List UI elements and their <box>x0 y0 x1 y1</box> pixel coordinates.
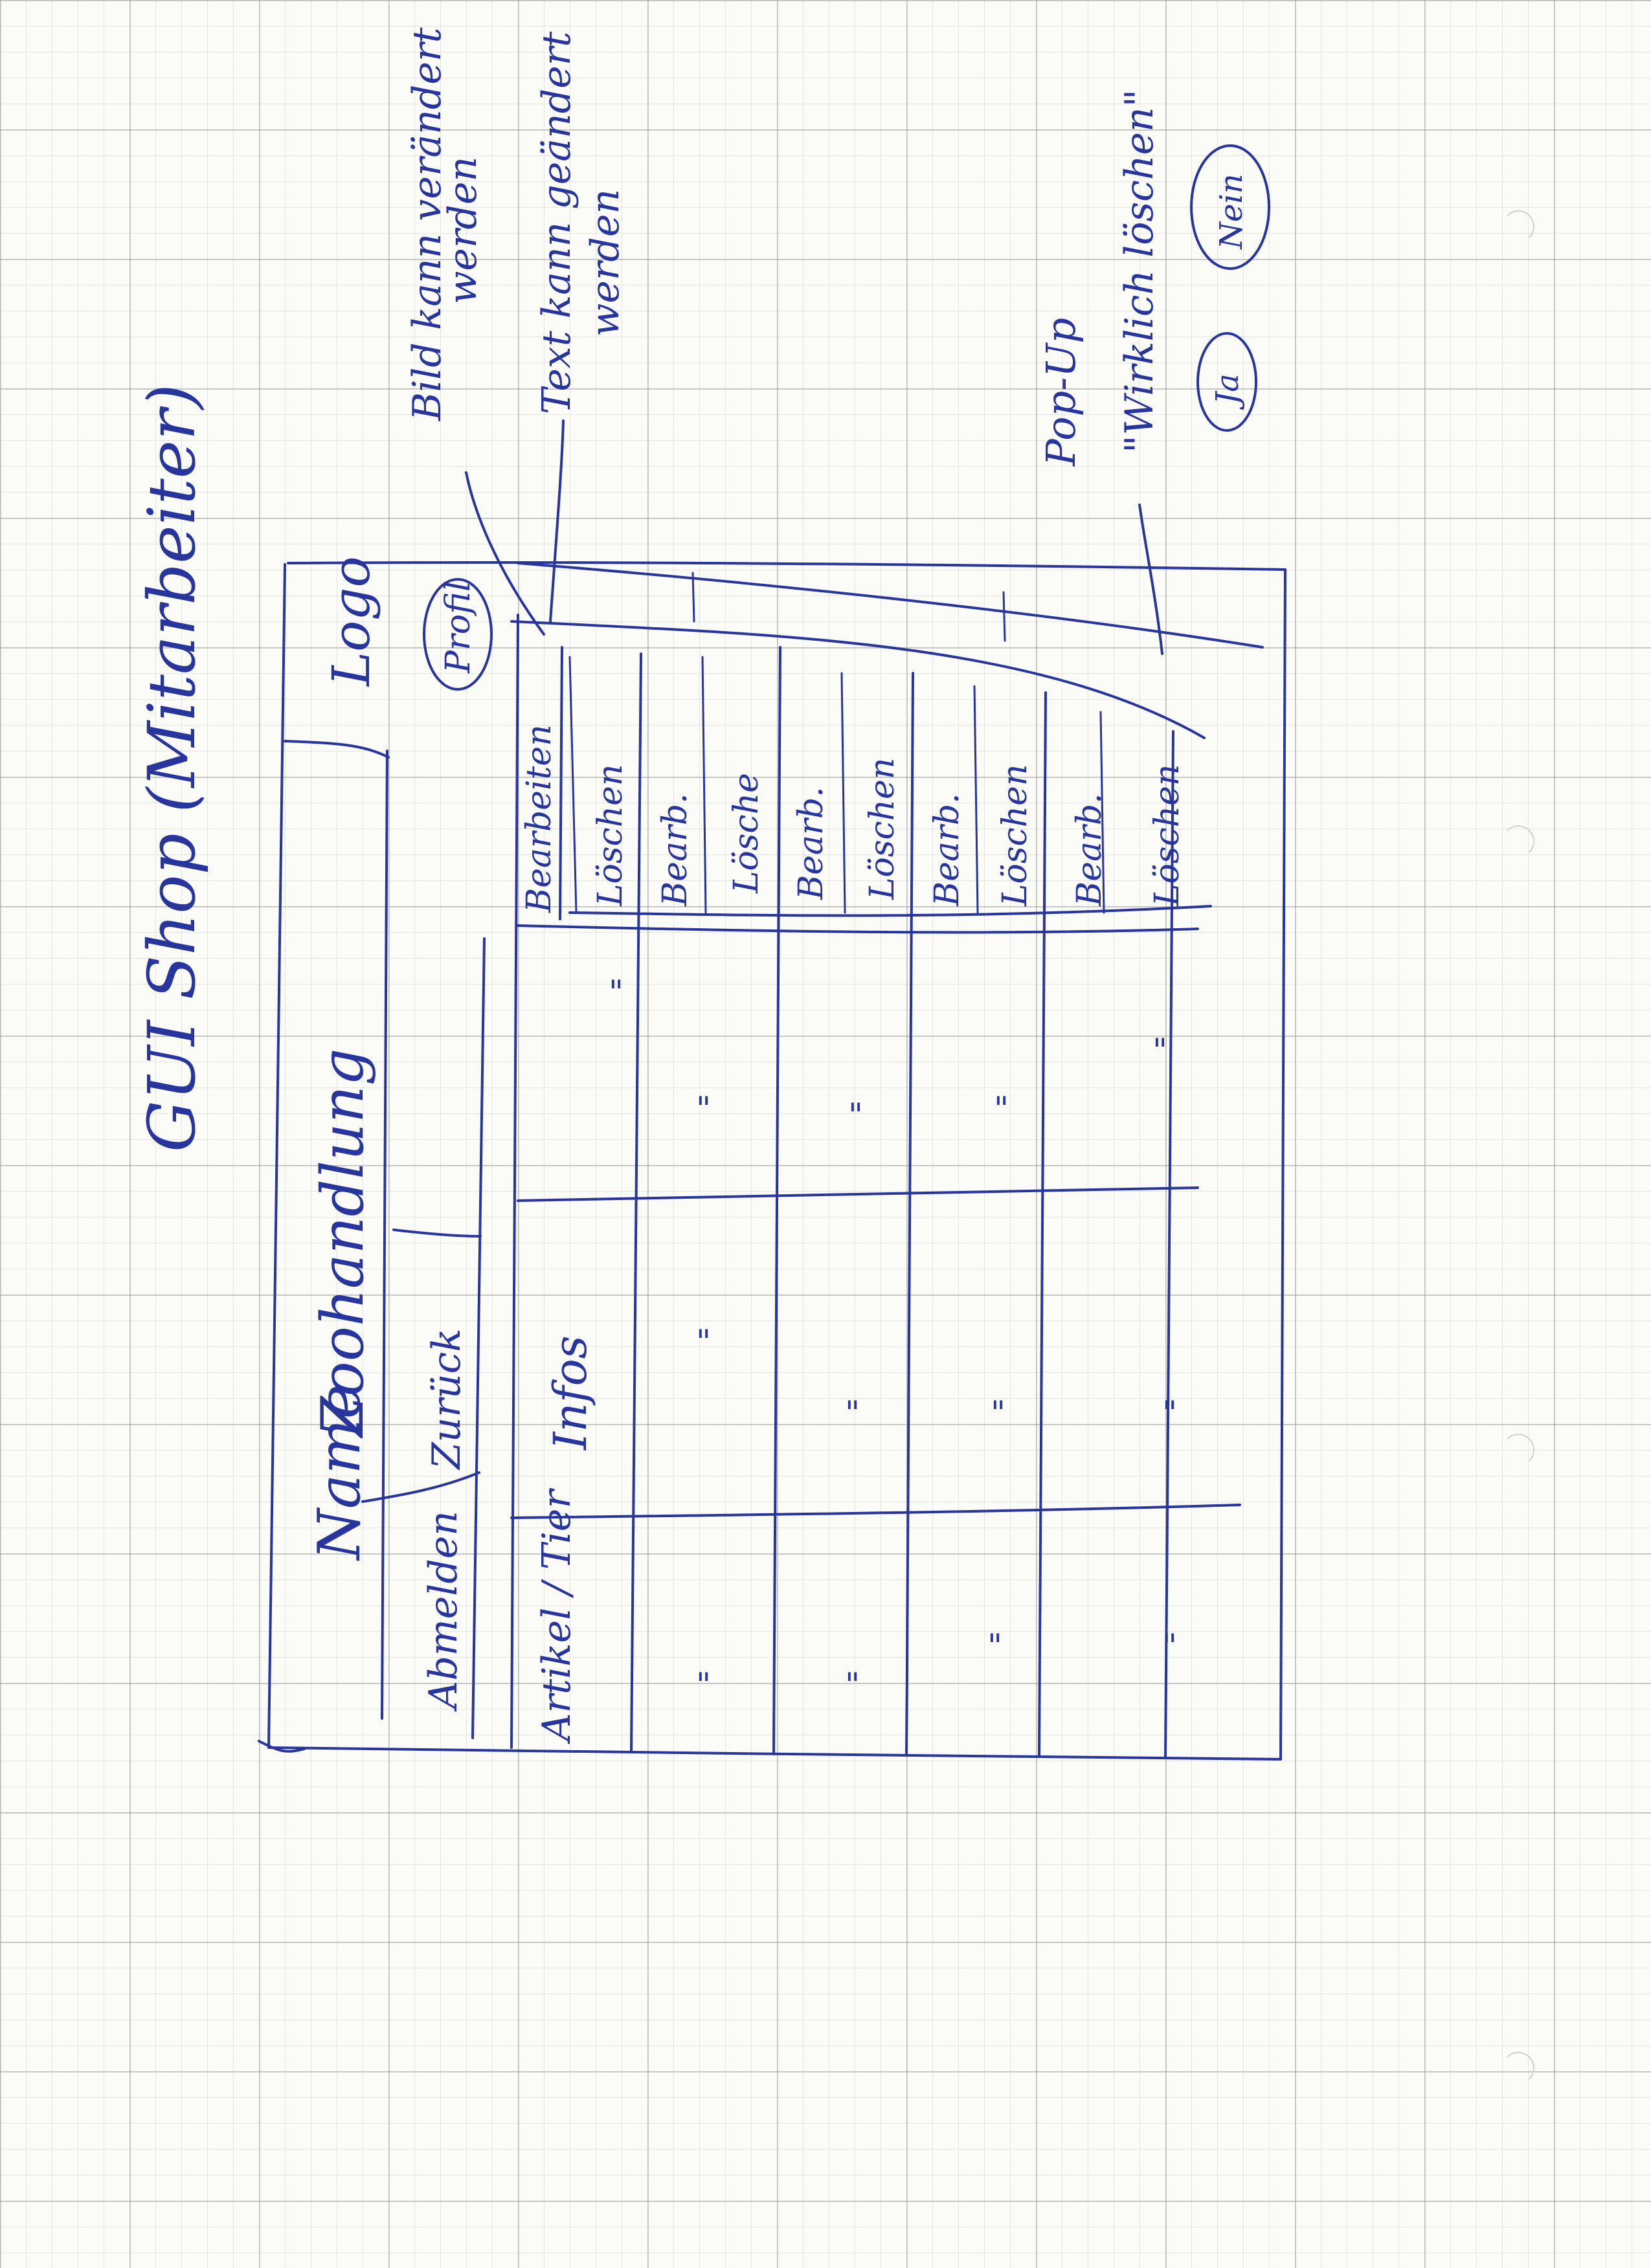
header-logo: Logo <box>321 556 381 687</box>
frame-corner-mark <box>258 1740 306 1753</box>
popup-no-button[interactable]: Nein <box>1213 173 1250 250</box>
col-header-article: Artikel / Tier <box>534 1488 579 1744</box>
svg-text:": " <box>609 973 623 1011</box>
outer-frame <box>267 561 1286 1761</box>
row-line-2 <box>772 646 781 1755</box>
punch-hole-4 <box>1502 2052 1534 2084</box>
delete-button-5[interactable]: Löschen <box>1148 764 1187 907</box>
svg-text:": " <box>696 1666 711 1704</box>
edit-button-4[interactable]: Bearb. <box>928 793 967 907</box>
col-line-edit-delete <box>559 646 563 920</box>
profile-button[interactable]: Profil <box>439 581 478 674</box>
svg-text:": " <box>696 1090 711 1128</box>
delete-button-1[interactable]: Löschen <box>591 764 630 907</box>
name-slash <box>361 1471 480 1503</box>
note-image-arrow <box>465 471 545 636</box>
col-line-infos <box>517 1186 1199 1202</box>
note-image-line2: werden <box>440 157 486 304</box>
svg-text:": " <box>1162 1394 1177 1432</box>
note-popup-question: "Wirklich löschen" <box>1117 89 1162 453</box>
header-shop-name: Zoohandlung <box>309 1049 377 1439</box>
popup-no-circle <box>1190 144 1270 270</box>
row-line-3 <box>905 672 914 1757</box>
table-header-line <box>510 614 519 1749</box>
action-divider-2 <box>701 656 707 914</box>
edit-button-3[interactable]: Bearb. <box>792 786 831 900</box>
back-slash <box>392 1228 482 1238</box>
popup-yes-circle <box>1196 332 1257 432</box>
row-line-1 <box>630 652 642 1752</box>
col-line-article <box>510 1504 1241 1519</box>
logout-button[interactable]: Abmelden <box>421 1511 466 1712</box>
note-popup-title: Pop-Up <box>1037 318 1084 467</box>
row-line-4 <box>1038 691 1047 1757</box>
edit-button-1[interactable]: Bearbeiten <box>520 724 559 913</box>
header-name: Name <box>306 1384 374 1561</box>
actions-top-line <box>510 620 1206 739</box>
row-line-5 <box>1164 730 1174 1759</box>
action-divider-4 <box>973 685 979 914</box>
punch-hole-2 <box>1502 825 1534 858</box>
edit-button-5[interactable]: Bearb. <box>1070 793 1109 907</box>
svg-text:": " <box>1162 1627 1177 1665</box>
back-button[interactable]: Zurück <box>424 1328 469 1471</box>
popup-tick-1 <box>691 572 695 623</box>
note-image-line1: Bild kann verändert <box>405 27 450 421</box>
ditto-marks: " " " " " " " " " " " " " <box>609 973 1177 1704</box>
delete-button-3[interactable]: Löschen <box>863 758 902 900</box>
action-divider-1 <box>568 656 578 914</box>
header-divider <box>381 750 388 1720</box>
sheet-title: GUI Shop (Mitarbeiter) <box>134 384 210 1152</box>
logo-slash <box>284 740 390 759</box>
header-bottom-line <box>471 937 486 1739</box>
action-divider-5 <box>1099 711 1105 914</box>
svg-text:": " <box>848 1096 863 1134</box>
punch-hole-3 <box>1502 1434 1534 1466</box>
svg-text:": " <box>987 1627 1002 1665</box>
actions-mid-line <box>568 905 1212 917</box>
col-header-infos: Infos <box>544 1335 597 1451</box>
edit-button-2[interactable]: Bearb. <box>656 793 695 907</box>
popup-tick-2 <box>1002 591 1006 642</box>
svg-text:": " <box>994 1090 1009 1128</box>
punch-hole-1 <box>1502 210 1534 243</box>
note-text-arrow <box>549 419 565 623</box>
action-divider-3 <box>840 672 846 914</box>
svg-text:": " <box>845 1394 860 1432</box>
svg-text:": " <box>1152 1032 1167 1069</box>
delete-button-4[interactable]: Löschen <box>996 764 1035 907</box>
delete-button-2[interactable]: Lösche <box>727 773 766 894</box>
note-text-line2: werden <box>583 189 628 337</box>
svg-text:": " <box>991 1394 1005 1432</box>
svg-text:": " <box>696 1323 711 1361</box>
note-text-line1: Text kann geändert <box>534 31 579 414</box>
col-line-actions <box>517 924 1199 934</box>
popup-yes-button[interactable]: Ja <box>1209 373 1246 410</box>
svg-text:": " <box>845 1666 860 1704</box>
profile-button-circle <box>423 578 493 691</box>
popup-box-line <box>517 562 1264 649</box>
